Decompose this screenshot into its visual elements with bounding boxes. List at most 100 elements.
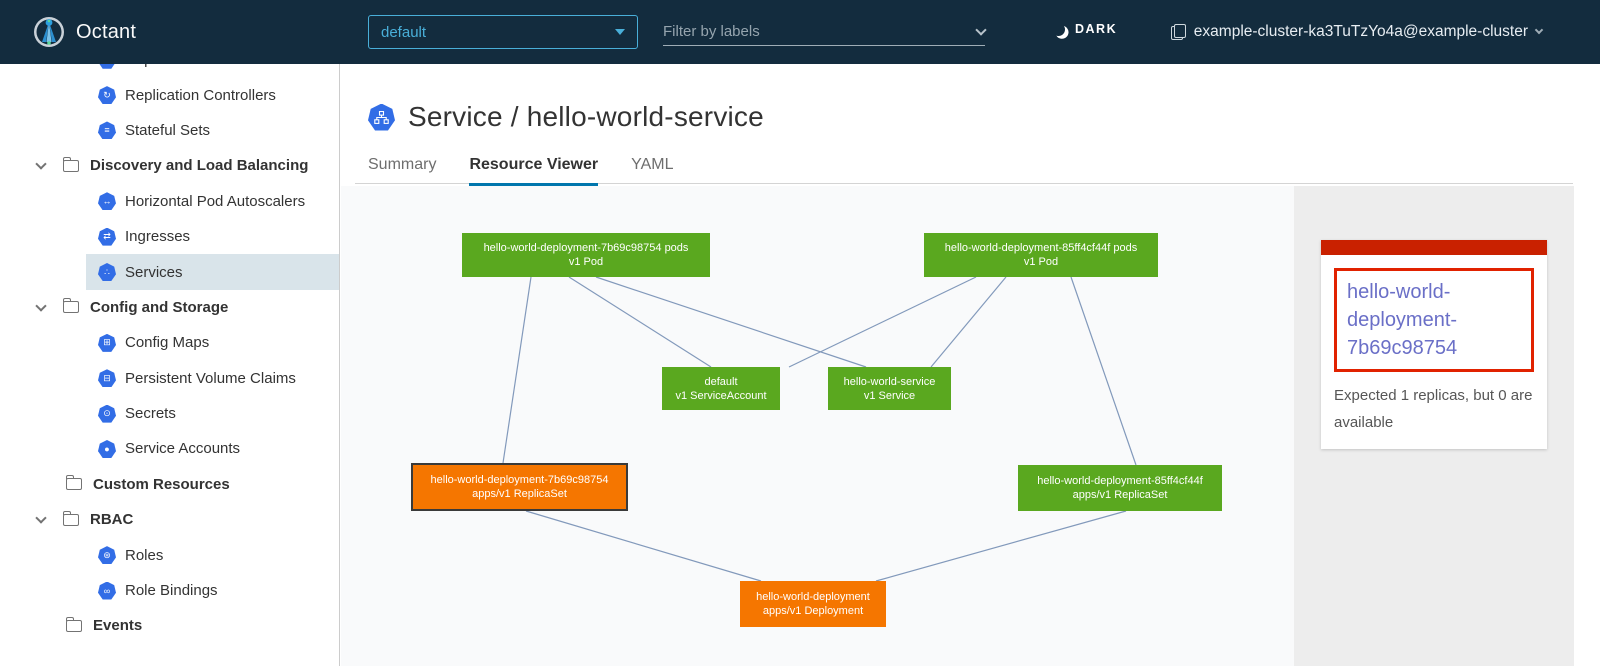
node-name: hello-world-deployment-85ff4cf44f pods (944, 242, 1138, 254)
tab-summary[interactable]: Summary (368, 156, 437, 173)
graph-node-pod-7b69c98754[interactable]: hello-world-deployment-7b69c98754 pods v1… (462, 233, 710, 277)
sidebar-item-horizontal-pod-autoscalers[interactable]: ↔ Horizontal Pod Autoscalers (86, 184, 339, 219)
graph-node-replicaset-7b69c98754[interactable]: hello-world-deployment-7b69c98754 apps/v1… (411, 463, 628, 511)
sidebar-item-label: Roles (125, 546, 164, 564)
detail-card-message: Expected 1 replicas, but 0 are available (1334, 387, 1533, 431)
node-name: hello-world-service (843, 375, 936, 388)
sidebar-item-custom-resources[interactable]: Custom Resources (0, 467, 339, 502)
node-kind: v1 Pod (568, 256, 604, 268)
sidebar-item-ingresses[interactable]: ⇄ Ingresses (86, 219, 339, 254)
graph-edges (502, 276, 1137, 582)
filter-chevron-down-icon (975, 23, 987, 36)
sidebar-item-label: Stateful Sets (125, 121, 211, 139)
tab-resource-viewer[interactable]: Resource Viewer (469, 156, 599, 186)
sidebar-item-replication-controllers[interactable]: ↻ Replication Controllers (86, 77, 339, 112)
replica-sets-icon: ⊚ (98, 64, 116, 69)
node-kind: apps/v1 Deployment (762, 605, 864, 617)
namespace-caret-icon (615, 29, 625, 35)
sidebar-item-replica-sets[interactable]: ⊚ Replica Sets (86, 64, 339, 77)
cluster-label: example-cluster-ka3TuTzYo4a@example-clus… (1193, 23, 1528, 40)
ingresses-icon: ⇄ (98, 227, 116, 246)
node-kind: v1 ServiceAccount (675, 389, 767, 402)
sidebar-item-label: Replication Controllers (125, 86, 276, 104)
sidebar-item-label: Secrets (125, 405, 176, 423)
sidebar-item-persistent-volume-claims[interactable]: ⊟ Persistent Volume Claims (86, 361, 339, 396)
namespace-select[interactable]: default (368, 15, 638, 49)
sidebar-item-rbac[interactable]: RBAC (0, 502, 339, 537)
tab-bar-divider (355, 183, 1573, 184)
node-name: hello-world-deployment-7b69c98754 (430, 474, 609, 486)
sidebar-item-role-bindings[interactable]: ∞ Role Bindings (86, 573, 339, 608)
cluster-switcher[interactable]: example-cluster-ka3TuTzYo4a@example-clus… (1170, 0, 1544, 64)
sidebar-item-label: Replica Sets (125, 64, 209, 68)
tab-bar: Summary Resource Viewer YAML (368, 156, 674, 186)
services-icon: ∴ (98, 263, 116, 282)
node-name: hello-world-deployment-7b69c98754 pods (483, 242, 689, 254)
chevron-down-icon (35, 512, 47, 524)
sidebar-item-service-accounts[interactable]: ● Service Accounts (86, 431, 339, 466)
octant-logo-icon (33, 16, 65, 48)
cluster-chevron-down-icon (1534, 25, 1544, 35)
chevron-down-icon (35, 158, 47, 171)
theme-toggle-label: DARK (1075, 22, 1118, 36)
sidebar-item-label: Config Maps (125, 334, 210, 352)
sidebar-item-label: Persistent Volume Claims (125, 369, 296, 387)
graph-node-pod-85ff4cf44f[interactable]: hello-world-deployment-85ff4cf44f pods v1… (924, 233, 1158, 277)
node-kind: v1 Service (863, 389, 916, 402)
sidebar-item-label: Custom Resources (93, 475, 230, 493)
sidebar-item-label: Role Bindings (125, 582, 218, 600)
sidebar-nav: ⊚ Replica Sets ↻ Replication Controllers ≡ St… (0, 64, 340, 666)
sidebar-item-label: Horizontal Pod Autoscalers (125, 192, 306, 210)
service-accounts-icon: ● (98, 439, 116, 458)
sidebar-item-config-maps[interactable]: ⊞ Config Maps (86, 325, 339, 360)
sidebar-item-stateful-sets[interactable]: ≡ Stateful Sets (86, 113, 339, 148)
node-name: default (704, 375, 738, 388)
horizontal-pod-autoscalers-icon: ↔ (98, 192, 116, 211)
sidebar-item-label: Config and Storage (90, 298, 229, 316)
app-title: Octant (76, 20, 137, 43)
theme-toggle-button[interactable]: DARK (1052, 22, 1117, 36)
replication-controllers-icon: ↻ (98, 86, 116, 105)
sidebar-item-config-and-storage[interactable]: Config and Storage (0, 290, 339, 325)
moon-icon (1051, 21, 1066, 36)
persistent-volume-claims-icon: ⊟ (98, 369, 116, 388)
page-title-block: Service / hello-world-service (368, 101, 764, 133)
sidebar-item-label: Discovery and Load Balancing (90, 157, 309, 175)
folder-icon (63, 156, 79, 172)
resource-viewer-graph: hello-world-deployment-7b69c98754 pods v1… (341, 186, 1294, 666)
filter-placeholder: Filter by labels (663, 23, 760, 40)
detail-card-title-link[interactable]: hello-world-deployment-7b69c98754 (1347, 281, 1458, 359)
folder-icon (63, 510, 79, 526)
node-kind: apps/v1 ReplicaSet (472, 488, 567, 500)
folder-icon (66, 616, 82, 632)
sidebar-item-label: Service Accounts (125, 440, 241, 458)
sidebar-item-roles[interactable]: ⊛Roles (86, 537, 339, 572)
sidebar-item-label: Ingresses (125, 228, 191, 246)
folder-icon (63, 298, 79, 314)
sidebar-item-discovery-and-load-balancing[interactable]: Discovery and Load Balancing (0, 148, 339, 183)
sidebar-item-label: Events (93, 617, 143, 635)
node-name: hello-world-deployment-85ff4cf44f (1037, 475, 1203, 487)
role-bindings-icon: ∞ (98, 581, 116, 600)
sidebar-item-label: Services (125, 263, 183, 281)
filter-by-labels-input[interactable]: Filter by labels (663, 18, 987, 46)
detail-panel: hello-world-deployment-7b69c98754 Expect… (1294, 186, 1574, 666)
detail-card-title-box: hello-world-deployment-7b69c98754 (1334, 268, 1534, 372)
sidebar-item-services[interactable]: ∴ Services (86, 254, 339, 290)
config-maps-icon: ⊞ (98, 333, 116, 352)
node-kind: apps/v1 ReplicaSet (1072, 489, 1168, 501)
sidebar-item-secrets[interactable]: ⊙ Secrets (86, 396, 339, 431)
secrets-icon: ⊙ (98, 404, 116, 423)
node-kind: v1 Pod (1023, 256, 1059, 268)
graph-node-replicaset-85ff4cf44f[interactable]: hello-world-deployment-85ff4cf44f apps/v1… (1018, 465, 1222, 511)
chevron-down-icon (35, 300, 47, 312)
tab-yaml[interactable]: YAML (631, 156, 674, 173)
detail-card: hello-world-deployment-7b69c98754 Expect… (1321, 240, 1547, 449)
sidebar-item-events[interactable]: Events (0, 608, 339, 643)
sidebar-item-label: RBAC (90, 511, 134, 529)
stateful-sets-icon: ≡ (98, 121, 116, 140)
folder-icon (66, 475, 82, 491)
